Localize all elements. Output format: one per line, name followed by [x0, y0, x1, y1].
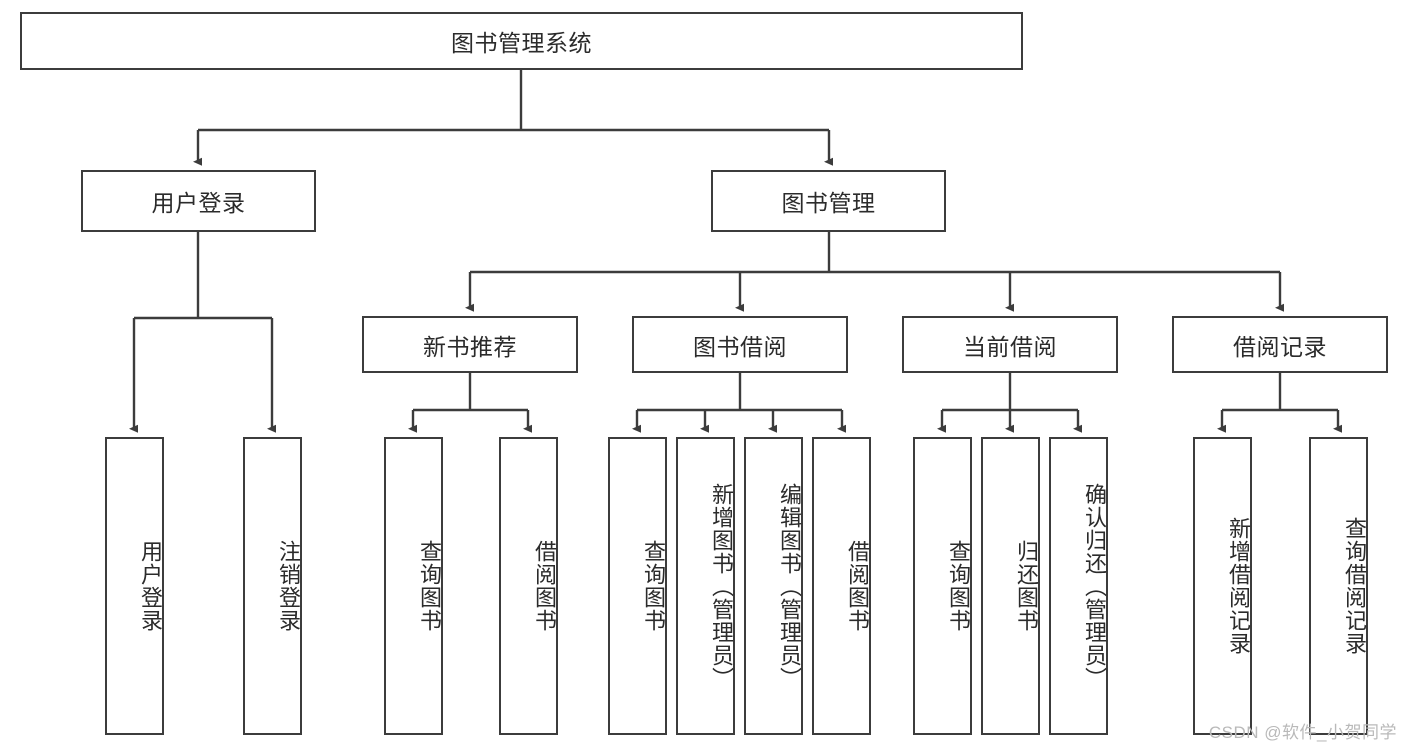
- leaf-logout-login[interactable]: 注销登录: [243, 437, 302, 735]
- leaf-query-book-1-label: 查询图书: [417, 540, 442, 632]
- leaf-query-record[interactable]: 查询借阅记录: [1309, 437, 1368, 735]
- node-user-login[interactable]: 用户登录: [81, 170, 316, 232]
- node-new-book-recommend-label: 新书推荐: [423, 333, 517, 360]
- leaf-query-record-label: 查询借阅记录: [1342, 517, 1367, 655]
- node-current-borrow[interactable]: 当前借阅: [902, 316, 1118, 373]
- node-book-borrow[interactable]: 图书借阅: [632, 316, 848, 373]
- leaf-query-book-2[interactable]: 查询图书: [608, 437, 667, 735]
- node-root[interactable]: 图书管理系统: [20, 12, 1023, 70]
- node-root-label: 图书管理系统: [451, 30, 592, 56]
- node-borrow-record-label: 借阅记录: [1233, 333, 1327, 360]
- leaf-edit-book-label: 编辑图书（管理员）: [777, 482, 802, 690]
- leaf-borrow-book-1[interactable]: 借阅图书: [499, 437, 558, 735]
- leaf-edit-book[interactable]: 编辑图书（管理员）: [744, 437, 803, 735]
- leaf-borrow-book-2[interactable]: 借阅图书: [812, 437, 871, 735]
- leaf-user-login[interactable]: 用户登录: [105, 437, 164, 735]
- leaf-return-book[interactable]: 归还图书: [981, 437, 1040, 735]
- leaf-return-book-label: 归还图书: [1014, 540, 1039, 632]
- leaf-add-book[interactable]: 新增图书（管理员）: [676, 437, 735, 735]
- leaf-query-book-2-label: 查询图书: [641, 540, 666, 632]
- leaf-logout-login-label: 注销登录: [276, 540, 301, 632]
- node-new-book-recommend[interactable]: 新书推荐: [362, 316, 578, 373]
- leaf-query-book-3-label: 查询图书: [946, 540, 971, 632]
- node-user-login-label: 用户登录: [151, 190, 246, 216]
- leaf-confirm-return[interactable]: 确认归还（管理员）: [1049, 437, 1108, 735]
- node-book-manage-label: 图书管理: [781, 190, 876, 216]
- node-borrow-record[interactable]: 借阅记录: [1172, 316, 1388, 373]
- leaf-add-book-label: 新增图书（管理员）: [709, 482, 734, 690]
- leaf-query-book-3[interactable]: 查询图书: [913, 437, 972, 735]
- leaf-query-book-1[interactable]: 查询图书: [384, 437, 443, 735]
- node-book-borrow-label: 图书借阅: [693, 333, 787, 360]
- node-book-manage[interactable]: 图书管理: [711, 170, 946, 232]
- leaf-borrow-book-1-label: 借阅图书: [532, 540, 557, 632]
- node-current-borrow-label: 当前借阅: [963, 333, 1057, 360]
- leaf-user-login-label: 用户登录: [138, 540, 163, 632]
- leaf-borrow-book-2-label: 借阅图书: [845, 540, 870, 632]
- csdn-watermark: CSDN @软件_小贺同学: [1208, 723, 1397, 742]
- leaf-add-record-label: 新增借阅记录: [1226, 517, 1251, 655]
- leaf-confirm-return-label: 确认归还（管理员）: [1082, 482, 1107, 690]
- leaf-add-record[interactable]: 新增借阅记录: [1193, 437, 1252, 735]
